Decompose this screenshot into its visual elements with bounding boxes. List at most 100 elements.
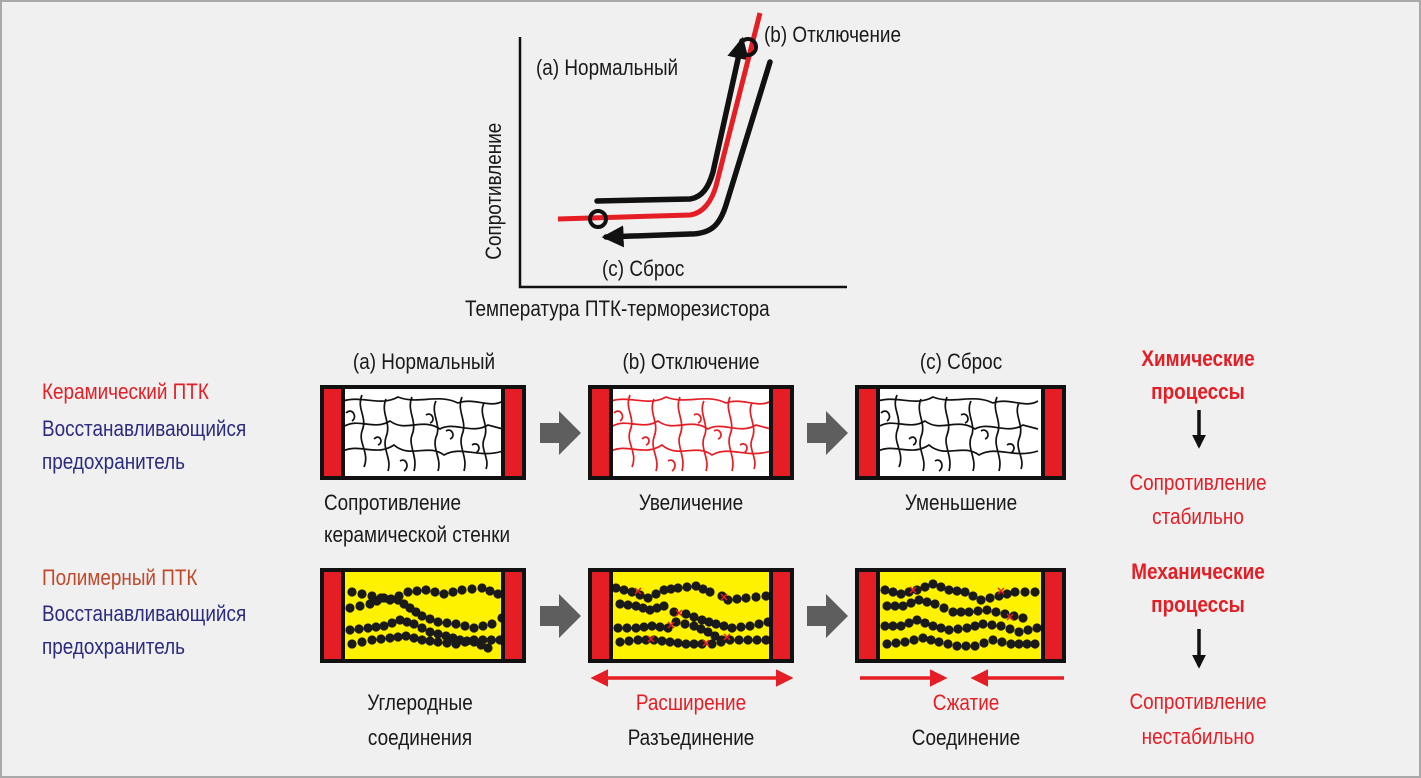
carbon-particle (743, 635, 753, 645)
break-markers (634, 587, 731, 647)
carbon-particle (939, 603, 949, 613)
ceramic-body (320, 385, 526, 480)
carbon-particle (968, 591, 978, 601)
next-state-arrow-icon (807, 594, 848, 638)
carbon-particle (997, 637, 1007, 647)
carbon-particle (918, 633, 928, 643)
carbon-particle (962, 623, 972, 633)
carbon-particle (696, 624, 706, 634)
carbon-particle (1018, 613, 1028, 623)
carbon-particle (952, 641, 962, 651)
carbon-particle (442, 638, 452, 648)
carbon-particle (485, 586, 495, 596)
polymer-process-line1: Механические (1131, 559, 1265, 584)
carbon-particle (944, 625, 954, 635)
carbon-particle (936, 623, 946, 633)
graph-label-reset: (c) Сброс (602, 256, 685, 281)
point-trip-marker (738, 37, 758, 57)
carbon-particle (477, 583, 487, 593)
carbon-particle (707, 639, 717, 649)
carbon-particle (973, 606, 983, 616)
carbon-particle (611, 583, 621, 593)
carbon-particle (441, 631, 451, 641)
carbon-particle (914, 595, 924, 605)
ceramic-caption-normal-line1: Сопротивление (324, 490, 462, 515)
carbon-particle (891, 638, 901, 648)
carbon-particle (430, 587, 440, 597)
carbon-particle (970, 621, 980, 631)
ceramic-process-line1: Химические (1141, 346, 1255, 371)
ceramic-caption-reset: Уменьшение (904, 490, 1018, 515)
polymer-caption-trip-red: Расширение (635, 690, 747, 715)
carbon-particle (379, 593, 389, 603)
right-electrode (501, 385, 526, 480)
carbon-particle (732, 594, 742, 604)
carbon-particle (970, 641, 980, 651)
carbon-particle (387, 618, 397, 628)
carbon-particle (659, 585, 669, 595)
carbon-particle (882, 639, 892, 649)
right-electrode (1041, 568, 1066, 663)
carbon-particle (1014, 627, 1024, 637)
carbon-particle (880, 585, 890, 595)
carbon-particle (1023, 625, 1033, 635)
carbon-particle (365, 599, 375, 609)
carbon-chains-broken (611, 581, 773, 649)
ceramic-result-line2: стабильно (1152, 504, 1244, 529)
carbon-particle (665, 637, 675, 647)
carbon-particle (417, 623, 427, 633)
carbon-particle (357, 637, 367, 647)
carbon-particle (1000, 609, 1010, 619)
graph-label-trip: (b) Отключение (764, 22, 901, 47)
x-axis-label: Температура ПТК-терморезистора (465, 296, 770, 321)
carbon-particle (395, 615, 405, 625)
carbon-particle (944, 585, 954, 595)
curve-upper (594, 36, 749, 204)
left-electrode (320, 568, 345, 663)
ceramic-caption-trip: Увеличение (638, 490, 744, 515)
column-header-reset: (c) Сброс (919, 349, 1003, 374)
carbon-particle (425, 614, 435, 624)
carbon-particle (421, 585, 431, 595)
ceramic-reset-panel (855, 385, 1066, 480)
carbon-particle (1005, 624, 1015, 634)
carbon-particle (953, 624, 963, 634)
carbon-particle (996, 621, 1006, 631)
carbon-particle (691, 581, 701, 591)
carbon-particle (652, 603, 662, 613)
right-electrode (769, 568, 794, 663)
ceramic-ptc-title: Керамический ПТК (42, 379, 209, 404)
ceramic-body (588, 385, 794, 480)
carbon-particle (478, 621, 488, 631)
ceramic-normal-panel (320, 385, 526, 480)
carbon-particle (909, 635, 919, 645)
carbon-particle (976, 595, 986, 605)
carbon-particle (930, 599, 940, 609)
carbon-particle (379, 621, 389, 631)
carbon-particle (936, 582, 946, 592)
carbon-particle (896, 589, 906, 599)
carbon-particle (961, 641, 971, 651)
carbon-particle (991, 607, 1001, 617)
carbon-particle (409, 619, 419, 629)
polymer-result-line2: нестабильно (1141, 724, 1255, 749)
polymer-result-line1: Сопротивление (1129, 689, 1267, 714)
carbon-particle (433, 629, 443, 639)
carbon-particle (912, 615, 922, 625)
carbon-particle (448, 587, 458, 597)
carbon-particle (988, 635, 998, 645)
carbon-particle (741, 593, 751, 603)
left-electrode (588, 385, 613, 480)
carbon-particle (409, 633, 419, 643)
carbon-particle (1030, 587, 1040, 597)
carbon-particle (619, 585, 629, 595)
carbon-particle (689, 612, 699, 622)
carbon-particle (979, 638, 989, 648)
carbon-particle (978, 619, 988, 629)
carbon-particle (689, 639, 699, 649)
carbon-particle (402, 617, 412, 627)
polymer-caption-normal-line2: соединения (367, 725, 473, 750)
carbon-particle (673, 638, 683, 648)
carbon-particle (906, 598, 916, 608)
